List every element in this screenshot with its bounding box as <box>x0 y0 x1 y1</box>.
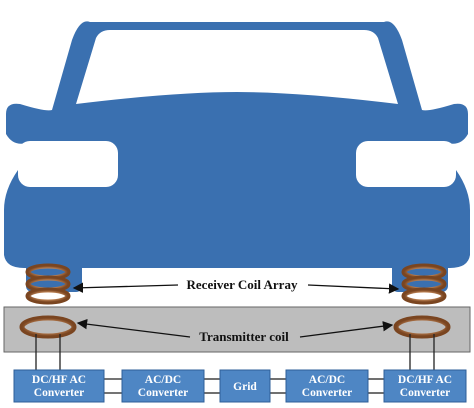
converter-label-line2: Converter <box>302 387 352 399</box>
converter-box-rect <box>383 369 467 403</box>
car-silhouette <box>4 21 470 292</box>
converter-label-line2: Converter <box>34 387 84 399</box>
coil-wires <box>35 334 435 370</box>
converter-label-line2: Converter <box>400 387 450 399</box>
converter-box: Grid <box>219 369 271 403</box>
converter-label-line1: DC/HF AC <box>32 374 86 386</box>
converter-label-line1: Grid <box>233 381 257 393</box>
converter-label-line1: DC/HF AC <box>398 374 452 386</box>
receiver-coil-left <box>25 263 71 305</box>
transmitter-coil-label: Transmitter coil <box>199 329 289 344</box>
converter-label-line1: AC/DC <box>145 374 181 386</box>
converter-box-rect <box>121 369 205 403</box>
converter-box-rect <box>285 369 369 403</box>
transmitter-arrow-left <box>76 318 191 338</box>
receiver-coil-right <box>401 263 447 305</box>
transmitter-coil-right <box>393 315 451 339</box>
windshield <box>76 30 398 104</box>
receiver-arrow-left <box>72 282 179 293</box>
transmitter-coil-left <box>19 315 77 339</box>
converter-chain-wires <box>104 378 384 394</box>
transmitter-arrow-right <box>299 321 394 338</box>
converter-box-rect <box>13 369 105 403</box>
receiver-arrow-right <box>307 283 400 294</box>
receiver-coil-array-label: Receiver Coil Array <box>187 277 298 292</box>
headlight-left <box>18 141 118 187</box>
converter-box-rect <box>219 369 271 403</box>
converter-label-line1: AC/DC <box>309 374 345 386</box>
headlight-right <box>356 141 456 187</box>
converter-label-line2: Converter <box>138 387 188 399</box>
